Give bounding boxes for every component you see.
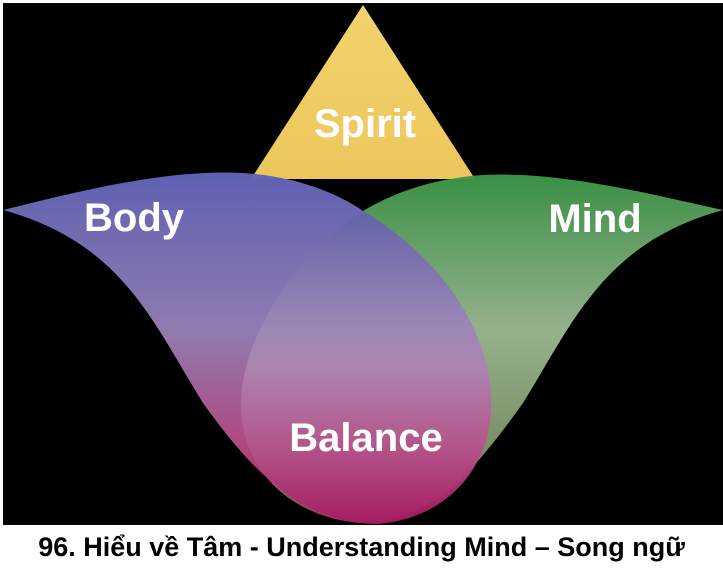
caption: 96. Hiểu về Tâm - Understanding Mind – S… — [38, 532, 685, 562]
label-mind: Mind — [548, 197, 641, 241]
label-body: Body — [84, 196, 185, 240]
lotus-diagram: Spirit Body Mind Balance — [3, 3, 723, 525]
label-spirit: Spirit — [314, 102, 416, 146]
spirit-petal — [251, 5, 475, 179]
balance-overlap — [241, 211, 491, 523]
label-balance: Balance — [289, 416, 442, 460]
